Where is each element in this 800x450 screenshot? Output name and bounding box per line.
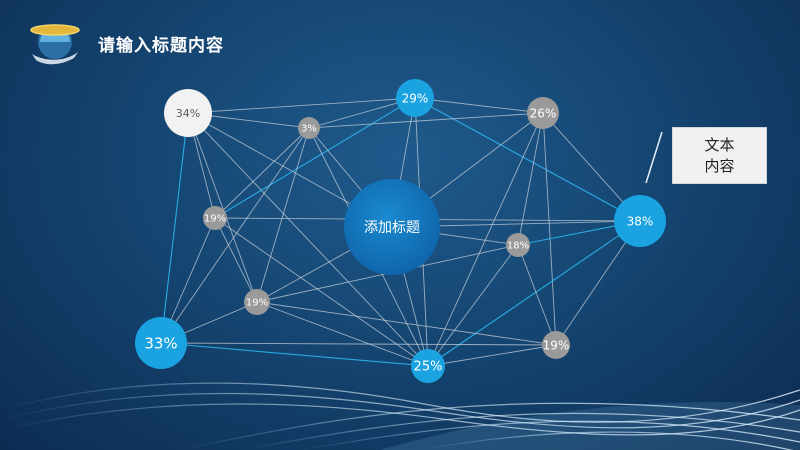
edge-n26-n25: [427, 112, 544, 367]
n25-circle: [411, 349, 445, 383]
n26-label: 26%: [530, 106, 557, 120]
n19b-circle: [244, 289, 270, 315]
edge-n29-n26: [414, 97, 544, 114]
edge-n19b-n19c: [256, 301, 557, 346]
center-circle: [344, 179, 440, 275]
edge-n26-n18: [517, 112, 544, 246]
edge-n19a-n25: [214, 217, 429, 367]
center-label: 添加标题: [364, 220, 420, 236]
n38-circle: [614, 195, 666, 247]
edge-n3-n26: [308, 112, 544, 129]
edge-n34-n33: [160, 112, 189, 344]
n26-circle: [527, 97, 559, 129]
n29-circle: [396, 79, 434, 117]
wave-glow: [380, 402, 800, 450]
node-layer: 添加标题 34% 29% 26% 3% 19% 38% 18% 19% 33% 25% 19%: [135, 79, 666, 383]
edge-n3-n33: [160, 127, 310, 344]
n3-label: 3%: [301, 124, 317, 135]
callout-line-1: 文本: [704, 135, 735, 154]
n34-circle: [164, 89, 212, 137]
slide-title: 请输入标题内容: [98, 36, 224, 56]
n18-circle: [506, 233, 530, 257]
edge-n33-n25: [160, 342, 429, 367]
edge-n34-n25: [187, 112, 429, 367]
n34-label: 34%: [176, 107, 200, 120]
callout-pointer: [645, 131, 663, 184]
node-n25: 25%: [411, 349, 445, 383]
decorative-waves: [0, 382, 800, 450]
n19a-circle: [203, 206, 227, 230]
edge-n26-n19c: [542, 112, 557, 346]
n18-label: 18%: [507, 241, 529, 252]
n33-circle: [135, 317, 187, 369]
n25-label: 25%: [414, 360, 443, 375]
globe-logo-icon: [30, 24, 80, 65]
center-title-node: 添加标题: [344, 179, 440, 275]
callout-line-2: 内容: [704, 156, 735, 175]
edge-n19b-n25: [256, 301, 429, 367]
edge-n3-n19a: [214, 127, 310, 219]
edge-n18-n19c: [517, 244, 557, 346]
n19c-label: 19%: [543, 338, 570, 352]
node-n29: 29%: [396, 79, 434, 117]
edge-n18-n25: [427, 244, 519, 367]
n29-label: 29%: [402, 91, 429, 105]
edge-n19a-n19b: [214, 217, 258, 303]
node-n33: 33%: [135, 317, 187, 369]
edge-n25-n19c: [427, 344, 557, 367]
n38-label: 38%: [627, 214, 654, 228]
n33-label: 33%: [144, 334, 177, 352]
node-n26: 26%: [527, 97, 559, 129]
node-n19b: 19%: [244, 289, 270, 315]
n19a-label: 19%: [204, 214, 226, 225]
edge-n34-n29: [187, 97, 416, 114]
node-n19a: 19%: [203, 206, 227, 230]
node-n38: 38%: [614, 195, 666, 247]
edge-n34-n19b: [187, 112, 258, 303]
edge-n29-n19a: [214, 97, 416, 219]
node-n3: 3%: [298, 117, 320, 139]
text-callout-box: 文本 内容: [672, 127, 767, 184]
n19c-circle: [542, 331, 570, 359]
node-n18: 18%: [506, 233, 530, 257]
node-n19c: 19%: [542, 331, 570, 359]
n19b-label: 19%: [246, 298, 268, 309]
n3-circle: [298, 117, 320, 139]
edge-n38-n25: [427, 220, 641, 367]
edge-n3-n19b: [256, 127, 310, 303]
edge-n33-n19c: [160, 342, 557, 346]
node-n34: 34%: [164, 89, 212, 137]
